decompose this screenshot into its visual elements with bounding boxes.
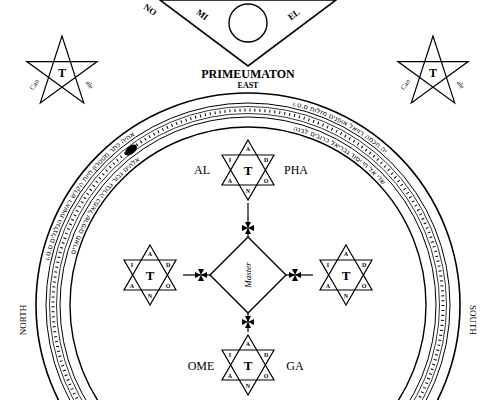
maltese-cross <box>195 269 207 281</box>
seal-letter: A <box>344 251 348 257</box>
seal-word: PRIMEUMATON <box>201 68 295 80</box>
triangle-outline <box>160 0 336 66</box>
seal-word: AL <box>194 164 210 176</box>
seal-letter: O <box>264 373 269 379</box>
tau-letter: T <box>342 269 351 282</box>
diamond-outline <box>210 237 286 313</box>
ring-circle <box>46 103 450 400</box>
seal-letter: O <box>362 283 367 289</box>
hebrew-ring-text: אלהים גבור גבורה כמאל שרפים מאדים <box>69 155 142 255</box>
diamond-node: Master <box>210 237 286 313</box>
tau-letter: T <box>244 164 253 177</box>
seal-letter: Can <box>399 78 412 93</box>
seal-letter: N <box>344 293 348 299</box>
seal-letter: Can <box>28 78 41 93</box>
seal-letter: N <box>148 293 152 299</box>
hebrew-inscription: שדי אל חי יסוד גבריאל כרובים לבנה <box>292 124 387 186</box>
cross-arm <box>242 319 248 325</box>
seal-letter: T <box>58 67 66 79</box>
maltese-cross <box>242 222 254 234</box>
seal-letter: ale <box>83 79 95 91</box>
seal-letter: A <box>246 146 250 152</box>
pentagram-node: T Can ale <box>22 31 102 111</box>
seal-word: GA <box>286 360 303 372</box>
seal-letter: A <box>246 341 250 347</box>
maltese-cross <box>242 316 254 328</box>
hebrew-inscription: אהיה כתר מטטרון חיות הקדש ראשית הגלגלים … <box>43 130 136 261</box>
seal-word: OME <box>188 360 215 372</box>
seal-letter: ale <box>454 79 466 91</box>
hexagram-node: T A D O N A I <box>117 242 183 308</box>
cross-connector <box>242 313 254 332</box>
tau-letter: T <box>146 269 155 282</box>
cross-arm <box>242 225 248 231</box>
cross-arm <box>195 272 201 278</box>
seal-letter: D <box>166 262 170 268</box>
hexagram-triangle <box>222 140 274 185</box>
seal-letter: N <box>246 188 250 194</box>
seal-letter: I <box>131 262 133 268</box>
seal-letter: A <box>228 373 232 379</box>
seal-letter: A <box>228 178 232 184</box>
seal-letter: T <box>429 67 437 79</box>
hebrew-ring-text: שדי אל חי יסוד גבריאל כרובים לבנה <box>292 124 387 186</box>
seal-letter: A <box>326 283 330 289</box>
seal-word: NO <box>142 2 158 17</box>
seal-letter: O <box>264 178 269 184</box>
seal-letter: D <box>264 352 268 358</box>
hexagram-triangle <box>222 155 274 200</box>
shape-outline <box>160 0 336 66</box>
tau-letter: T <box>244 359 253 372</box>
seal-letter: N <box>246 383 250 389</box>
hexagram-triangle <box>222 350 274 395</box>
compass-label: SOUTH <box>468 305 477 335</box>
hexagram-triangle <box>320 260 372 305</box>
cross-connector <box>242 203 254 237</box>
pentagram-outline <box>398 36 468 103</box>
seal-letter: O <box>166 283 171 289</box>
serpent-head <box>123 142 139 157</box>
hexagram-triangle <box>124 245 176 290</box>
cross-connector <box>286 269 313 281</box>
seal-letter: Master <box>244 262 253 288</box>
hebrew-inscription: אלהים גבור גבורה כמאל שרפים מאדים <box>69 155 142 255</box>
hexagram-node: T A D O N A I <box>215 137 281 203</box>
hebrew-ring-text: אהיה כתר מטטרון חיות הקדש ראשית הגלגלים … <box>43 130 136 261</box>
cross-connector <box>183 269 210 281</box>
seal-letter: D <box>362 262 366 268</box>
hexagram-node: T A D O N A I <box>313 242 379 308</box>
cross-arm <box>289 272 295 278</box>
outer-circle <box>36 93 460 400</box>
hexagram-node: T A D O N A I <box>215 332 281 398</box>
pentagram-node: T Can ale <box>393 31 473 111</box>
triangle-node: MIEL <box>160 0 336 66</box>
seal-letter: D <box>264 157 268 163</box>
seal-letter: I <box>229 157 231 163</box>
hexagram-triangle <box>320 245 372 290</box>
compass-label: NORTH <box>19 305 28 335</box>
maltese-cross <box>289 269 301 281</box>
hexagram-triangle <box>124 260 176 305</box>
seal-letter: I <box>229 352 231 358</box>
triangle-circle <box>229 4 267 42</box>
hexagram-triangle <box>222 335 274 380</box>
seal-word: PHA <box>284 164 308 176</box>
serpent-body <box>57 114 440 400</box>
seal-letter: A <box>130 283 134 289</box>
seal-letter: A <box>148 251 152 257</box>
seal-letter: I <box>327 262 329 268</box>
pentagram-outline <box>27 36 97 103</box>
compass-label: EAST <box>238 82 259 90</box>
